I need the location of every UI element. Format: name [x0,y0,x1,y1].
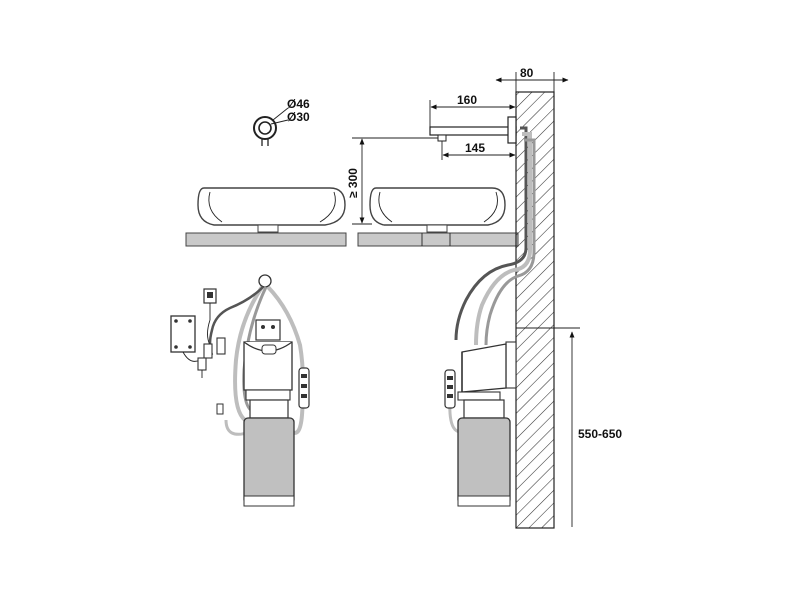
right-inline-valve [444,369,456,409]
wall-spout [429,116,517,144]
mount-height-label: 550-650 [578,427,622,441]
wall-hoses [448,126,536,434]
min-height-label: ≥ 300 [346,168,360,198]
left-control-box [243,341,293,401]
right-control-box [457,341,517,401]
right-filter-tank [457,399,511,507]
outlet-offset-label: 145 [465,141,485,155]
inner-diameter-label: Ø30 [287,110,310,124]
left-countertop [185,232,347,247]
left-filter-tank [243,399,295,507]
spout-ring-symbol [253,107,289,146]
spout-reach-label: 160 [457,93,477,107]
outer-diameter-label: Ø46 [287,97,310,111]
right-countertop [357,232,519,247]
left-inline-valve [298,367,310,409]
left-basin [197,187,346,233]
right-basin [369,187,506,233]
power-adapter [203,288,217,346]
wall-depth-label: 80 [520,66,534,80]
battery-box [170,315,201,362]
cable-connectors [197,337,226,415]
left-mounting-bracket [255,319,281,341]
